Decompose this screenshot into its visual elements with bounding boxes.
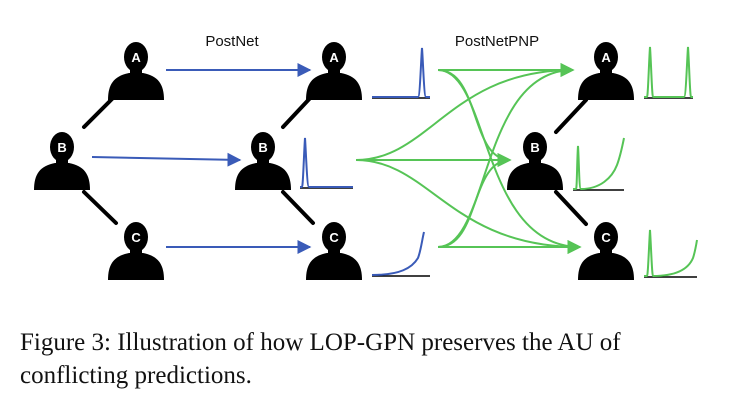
graph-edges-left: [82, 93, 118, 225]
postnet-label: PostNet: [205, 33, 259, 50]
dist-b-postnetpnp: [573, 137, 625, 191]
svg-text:B: B: [57, 140, 66, 155]
svg-text:C: C: [329, 230, 339, 245]
dist-b-postnet: [300, 137, 353, 189]
postnet-arrows: [91, 63, 312, 254]
person-b-middle: B: [235, 132, 291, 190]
svg-text:B: B: [530, 140, 539, 155]
person-c-left: C: [108, 222, 164, 280]
dist-c-postnetpnp: [644, 229, 698, 278]
figure-caption: Figure 3: Illustration of how LOP-GPN pr…: [20, 329, 621, 389]
postnetpnp-label: PostNetPNP: [455, 33, 539, 50]
diagram: PostNet PostNetPNP A B: [34, 33, 698, 280]
person-c-right: C: [578, 222, 634, 280]
graph-edges-middle: [281, 93, 315, 225]
dist-c-postnet: [371, 231, 430, 277]
graph-edges-right: [554, 98, 588, 226]
person-a-left: A: [108, 42, 164, 100]
person-a-right: A: [578, 42, 634, 100]
person-c-middle: C: [306, 222, 362, 280]
svg-text:A: A: [329, 50, 339, 65]
arrow-b: [91, 152, 242, 167]
person-a-middle: A: [306, 42, 362, 100]
svg-text:A: A: [131, 50, 141, 65]
svg-text:A: A: [601, 50, 611, 65]
svg-text:C: C: [131, 230, 141, 245]
dist-a-postnet: [372, 47, 430, 99]
postnetpnp-arrows: [355, 63, 582, 254]
person-b-left: B: [34, 132, 90, 190]
person-b-right: B: [507, 132, 563, 190]
svg-text:C: C: [601, 230, 611, 245]
svg-text:B: B: [258, 140, 267, 155]
dist-a-postnetpnp: [644, 46, 693, 99]
